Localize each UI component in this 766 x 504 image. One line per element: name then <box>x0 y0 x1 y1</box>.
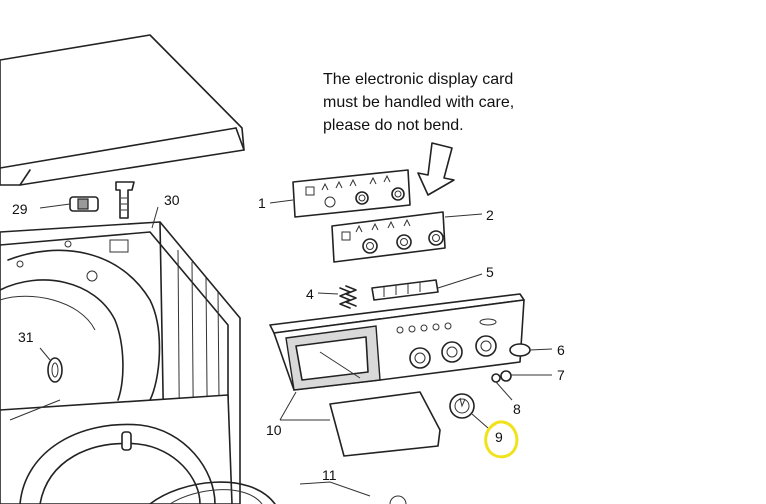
note-line-2: must be handled with care, <box>323 94 515 111</box>
callout-1: 1 <box>258 195 266 211</box>
callout-9: 9 <box>495 429 503 445</box>
callout-29: 29 <box>12 201 28 217</box>
callout-8: 8 <box>513 401 521 417</box>
part-29-clip <box>39 196 99 212</box>
warning-arrow <box>417 142 455 196</box>
part-5-button-strip <box>371 273 483 301</box>
note-line-3: please do not bend. <box>323 117 464 134</box>
callout-31: 31 <box>18 329 34 345</box>
control-panel <box>269 293 525 391</box>
callout-11: 11 <box>322 467 337 483</box>
part-10-drawer-cover <box>279 391 441 457</box>
callout-5: 5 <box>486 264 494 280</box>
part-4-springs <box>317 285 357 309</box>
top-lid <box>0 34 245 186</box>
part-30-bracket <box>115 181 159 229</box>
callout-6: 6 <box>557 342 565 358</box>
part-1-display-card <box>269 169 411 218</box>
note-line-1: The electronic display card <box>323 71 514 88</box>
callout-2: 2 <box>486 207 494 223</box>
callout-4: 4 <box>306 286 314 302</box>
part-11-leaders <box>299 481 407 504</box>
part-2-electronic-card <box>331 211 483 263</box>
callout-30: 30 <box>164 192 180 208</box>
handling-note: The electronic display card must be hand… <box>323 68 583 137</box>
part-31-latch <box>39 347 63 383</box>
cabinet-body <box>0 221 276 504</box>
callout-10: 10 <box>266 422 282 438</box>
highlight-circle <box>484 420 519 459</box>
part-6-knob <box>509 343 553 357</box>
callout-7: 7 <box>557 367 565 383</box>
part-9-knob <box>449 393 489 429</box>
part-7-8-small-parts <box>491 370 552 401</box>
